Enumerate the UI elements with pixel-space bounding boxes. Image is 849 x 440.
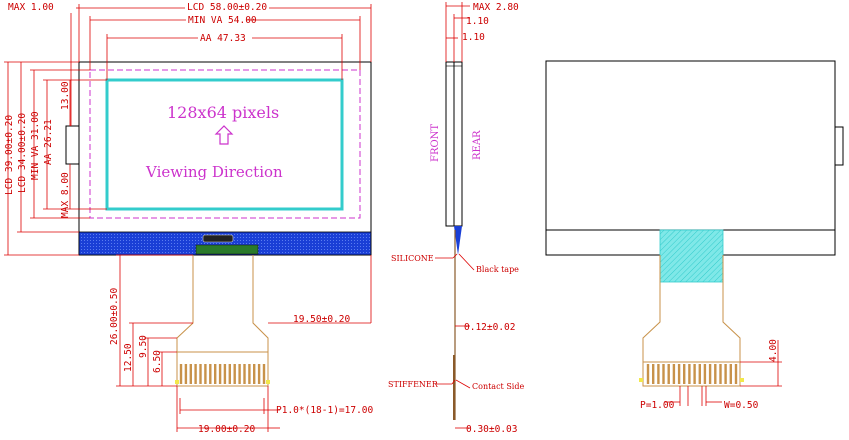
contact-finger: [218, 364, 222, 384]
fpc-contacts: [179, 364, 266, 384]
contact-finger: [646, 364, 650, 384]
dim-aa-width: AA 47.33: [200, 33, 246, 44]
dim-max-1: MAX 1.00: [8, 2, 54, 13]
contact-finger: [683, 364, 686, 384]
side-view: MAX 2.80 1.10 1.10 0.12±0.02 0.30±0.03 F…: [388, 2, 524, 435]
contact-finger: [262, 364, 266, 384]
contact-finger: [657, 364, 660, 384]
dim-4: 4.00: [768, 339, 779, 362]
viewing-area: [89, 69, 361, 219]
dim-pitch-rear: P=1.00: [640, 400, 675, 411]
contact-finger: [724, 364, 727, 384]
dim-max-2-8: MAX 2.80: [473, 2, 519, 13]
label-silicone: SILICONE: [391, 254, 434, 263]
lcd-outline: [78, 61, 372, 256]
dim-lcd-height-2: LCD 34.00±0.20: [17, 113, 28, 193]
contact-finger: [214, 364, 217, 384]
dim-6-5: 6.50: [152, 350, 163, 373]
contact-finger: [714, 364, 717, 384]
left-tab: [65, 125, 80, 165]
rear-marker-left: [639, 378, 643, 382]
contact-finger: [688, 364, 691, 384]
contact-finger: [184, 364, 188, 384]
contact-finger: [698, 364, 701, 384]
rear-dimension-lines: [664, 340, 782, 406]
bond-pads: [195, 244, 259, 255]
silicone: [454, 226, 462, 255]
fpc-contact-marker-right: [266, 380, 270, 384]
dim-lcd-width: LCD 58.00±0.20: [187, 2, 267, 13]
dim-fpc-length: 26.00±0.50: [109, 288, 120, 345]
contact-finger: [257, 364, 261, 384]
contact-finger: [204, 364, 207, 384]
contact-finger: [672, 364, 676, 384]
contact-finger: [189, 364, 192, 384]
label-front: FRONT: [430, 124, 441, 162]
dim-pitch: P1.0*(18-1)=17.00: [276, 405, 374, 416]
contact-finger: [708, 364, 712, 384]
driver-ic: [202, 234, 234, 243]
contact-finger: [233, 364, 236, 384]
glass-ledge: [78, 231, 372, 256]
label-stiffener: STIFFENER: [388, 380, 439, 389]
active-area: [105, 78, 344, 211]
dim-1-10-b: 1.10: [462, 32, 485, 43]
front-view: 128x64 pixels Viewing Direction MAX 1.00…: [4, 2, 374, 435]
dim-max-8: MAX 8.00: [60, 172, 71, 218]
rear-stiffener: [642, 361, 741, 387]
contact-finger: [243, 364, 246, 384]
rear-ic-hatch: [659, 229, 724, 283]
rear-outline: [545, 60, 836, 256]
contact-finger: [253, 364, 256, 384]
dim-aa-height: AA 26.21: [43, 119, 54, 165]
dim-stiffener-thickness: 0.30±0.03: [466, 424, 517, 435]
left-dimension-lines: [4, 61, 107, 256]
contact-finger: [677, 364, 681, 384]
dim-lcd-height: LCD 39.00±0.20: [4, 115, 15, 195]
dim-fpc-thickness: 0.12±0.02: [464, 322, 515, 333]
contact-finger: [693, 364, 696, 384]
dim-9-5: 9.50: [138, 335, 149, 358]
contact-finger: [667, 364, 670, 384]
fpc-contact-marker-left: [175, 380, 179, 384]
contact-finger: [228, 364, 231, 384]
label-black-tape: Black tape: [476, 265, 519, 274]
dim-width-rear: W=0.50: [724, 400, 759, 411]
dim-12-5: 12.50: [123, 343, 134, 372]
side-dimension-lines: [435, 2, 475, 429]
contact-finger: [662, 364, 665, 384]
fpc-dimension-lines: [116, 254, 372, 432]
contact-finger: [729, 364, 732, 384]
contact-finger: [238, 364, 241, 384]
viewing-arrow-icon: [214, 125, 234, 145]
rear-contacts: [646, 364, 738, 384]
dim-min-va-height: MIN VA 31.00: [30, 111, 41, 180]
viewing-direction-text: Viewing Direction: [145, 163, 283, 181]
contact-finger: [179, 364, 183, 384]
rear-tab: [834, 126, 844, 166]
dim-min-va-width: MIN VA 54.00: [188, 15, 257, 26]
fpc-stiffener: [176, 351, 269, 387]
contact-finger: [703, 364, 707, 384]
dim-19-5: 19.50±0.20: [293, 314, 350, 325]
rear-view: 4.00 P=1.00 W=0.50: [545, 60, 844, 411]
contact-finger: [209, 364, 212, 384]
rear-marker-right: [740, 378, 744, 382]
contact-finger: [719, 364, 722, 384]
label-rear: REAR: [472, 130, 483, 160]
dim-1-10-a: 1.10: [466, 16, 489, 27]
contact-finger: [652, 364, 655, 384]
label-contact-side: Contact Side: [472, 382, 524, 391]
dim-fpc-width: 19.00±0.20: [198, 424, 255, 435]
contact-finger: [223, 364, 227, 384]
contact-finger: [734, 364, 738, 384]
contact-finger: [194, 364, 197, 384]
resolution-text: 128x64 pixels: [167, 103, 279, 122]
dim-13: 13.00: [60, 81, 71, 110]
contact-finger: [248, 364, 251, 384]
contact-finger: [199, 364, 202, 384]
